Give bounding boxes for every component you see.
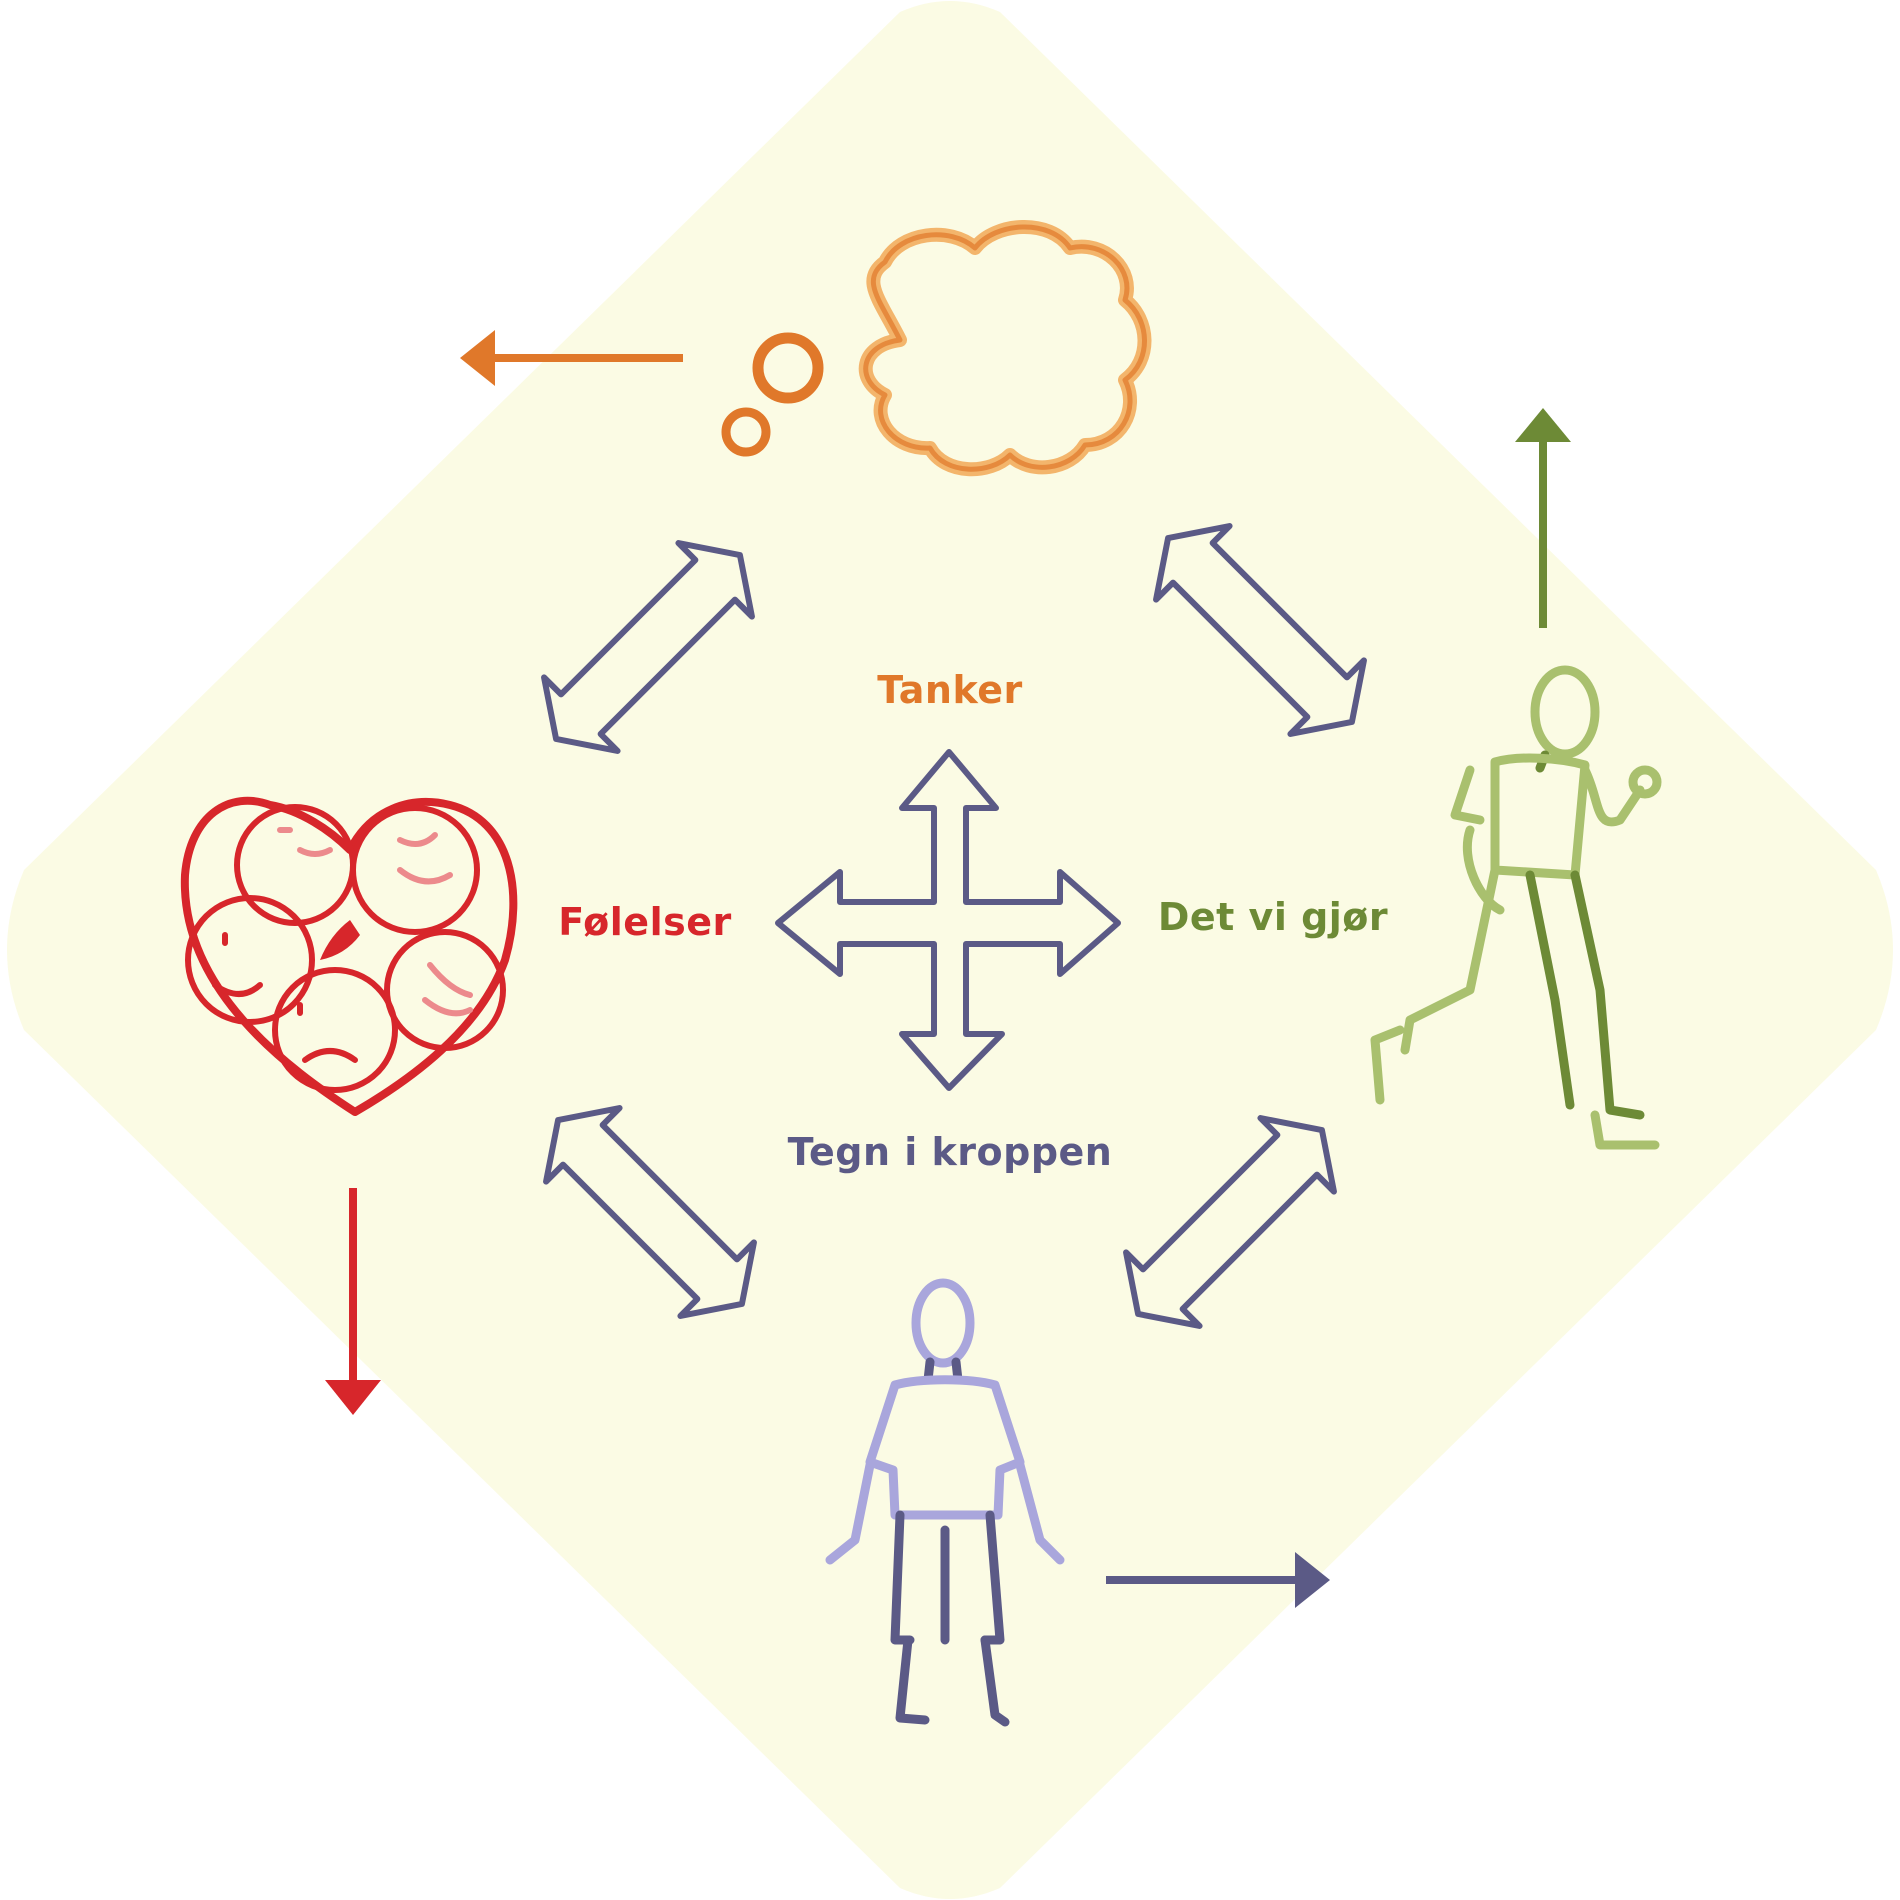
heart-with-faces-icon [180,796,518,1116]
diamond-background [7,1,1893,1899]
label-thoughts: Tanker [877,668,1023,712]
thought-cloud-icon [721,220,1152,477]
thoughts-outward-arrow [460,330,683,386]
connector-arrow-feelings-body [543,1105,757,1319]
actions-outward-arrow [1515,408,1571,628]
connector-arrow-thoughts-actions [1153,523,1367,737]
label-body: Tegn i kroppen [787,1130,1113,1174]
standing-person-icon [825,1278,1065,1727]
feelings-outward-arrow [325,1188,381,1415]
label-actions: Det vi gjør [1157,895,1389,939]
body-outward-arrow [1106,1552,1330,1608]
four-way-arrow-icon [775,749,1121,1091]
label-feelings: Følelser [558,900,732,944]
connector-arrow-thoughts-feelings [541,540,755,754]
running-person-icon [1370,665,1662,1150]
connector-arrow-actions-body [1123,1115,1337,1329]
